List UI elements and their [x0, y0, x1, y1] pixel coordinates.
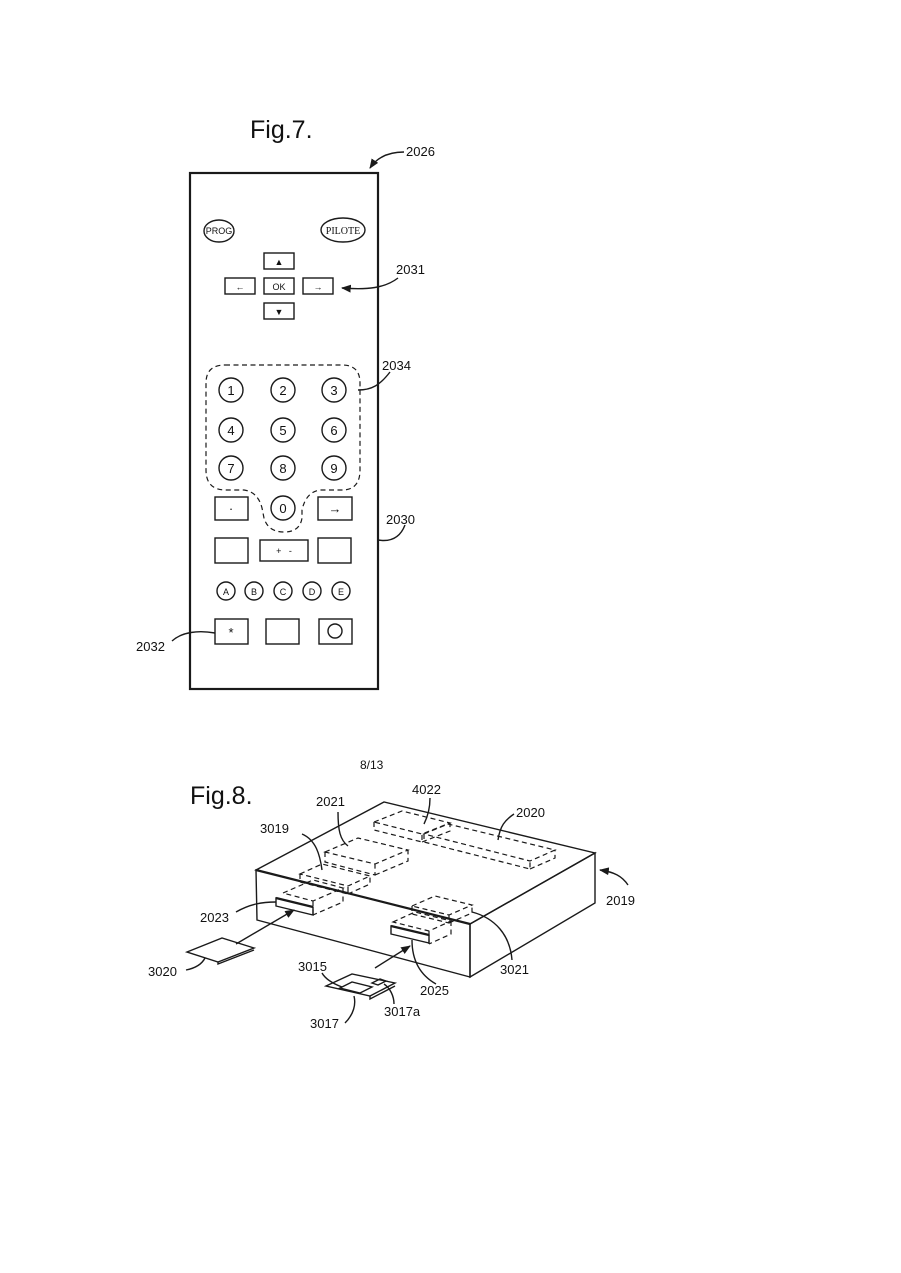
leader-4022	[424, 798, 430, 824]
digit-label: 0	[279, 501, 286, 516]
prog-label: PROG	[206, 226, 233, 236]
ref-3017: 3017	[310, 1016, 339, 1031]
digit-label: 7	[227, 461, 234, 476]
letter-label: D	[309, 587, 316, 597]
ref-2030: 2030	[386, 512, 415, 527]
letter-label: A	[223, 587, 229, 597]
ref-2025: 2025	[420, 983, 449, 998]
ref-2026: 2026	[406, 144, 435, 159]
digit-label: 4	[227, 423, 234, 438]
plus-minus-label: + -	[276, 546, 292, 556]
card-3017a-feature	[372, 979, 386, 985]
casing-right-face	[470, 853, 595, 977]
digit-label: 2	[279, 383, 286, 398]
numeric-keypad: 1 2 3 4 5 6 7 8 9 0	[219, 378, 346, 520]
dot-label: ·	[229, 501, 233, 516]
component-2021	[325, 838, 408, 875]
fig8-title: Fig.8.	[190, 782, 253, 810]
leader-2030	[378, 525, 405, 540]
card-3017-window	[340, 982, 372, 993]
ref-3019: 3019	[260, 821, 289, 836]
casing-front-face	[256, 870, 470, 977]
down-arrow-icon: ▼	[275, 307, 284, 317]
component-2020	[424, 824, 555, 869]
leader-3019	[302, 834, 322, 870]
ref-3020: 3020	[148, 964, 177, 979]
digit-label: 8	[279, 461, 286, 476]
internal-components	[283, 811, 555, 944]
circle-key	[319, 619, 352, 644]
digit-label: 5	[279, 423, 286, 438]
leader-3017	[345, 996, 355, 1023]
right-arrow-icon: →	[329, 501, 342, 516]
blank-key	[318, 538, 351, 563]
digit-label: 3	[330, 383, 337, 398]
ref-3021: 3021	[500, 962, 529, 977]
ref-2021: 2021	[316, 794, 345, 809]
ref-2023: 2023	[200, 910, 229, 925]
left-arrow-icon: ←	[236, 282, 245, 292]
leader-2019	[600, 870, 628, 885]
letter-label: B	[251, 587, 257, 597]
leader-2020	[498, 814, 514, 840]
ref-3015: 3015	[298, 959, 327, 974]
leader-2021	[338, 812, 348, 846]
ref-2031: 2031	[396, 262, 425, 277]
sheet-number: 8/13	[360, 758, 384, 772]
card-3020	[187, 938, 254, 962]
leader-2025	[412, 940, 436, 984]
ref-2020: 2020	[516, 805, 545, 820]
letter-label: C	[280, 587, 287, 597]
leader-2034	[358, 372, 390, 390]
ref-4022: 4022	[412, 782, 441, 797]
right-arrow-icon: →	[314, 282, 323, 292]
ref-2034: 2034	[382, 358, 411, 373]
card-slot-2025-edge	[391, 926, 429, 935]
blank-key	[215, 538, 248, 563]
circle-icon	[328, 624, 342, 638]
fig7-title: Fig.7.	[250, 116, 313, 144]
leader-2032	[172, 632, 215, 641]
star-label: *	[228, 625, 233, 640]
blank-key	[266, 619, 299, 644]
pilote-label: PILOTE	[326, 226, 360, 237]
digit-label: 9	[330, 461, 337, 476]
insert-arrow-3017	[375, 946, 410, 968]
card-3020-edge	[218, 950, 254, 964]
digit-label: 1	[227, 383, 234, 398]
ref-3017a: 3017a	[384, 1004, 421, 1019]
digit-label: 6	[330, 423, 337, 438]
up-arrow-icon: ▲	[275, 257, 284, 267]
leader-2023	[236, 902, 276, 912]
ref-2019: 2019	[606, 893, 635, 908]
leader-2031	[342, 278, 398, 289]
ref-2032: 2032	[136, 639, 165, 654]
leader-3020	[186, 958, 205, 970]
ok-label: OK	[272, 282, 285, 292]
leader-2026	[370, 152, 404, 168]
letter-label: E	[338, 587, 344, 597]
letter-keys: A B C D E	[217, 582, 350, 600]
